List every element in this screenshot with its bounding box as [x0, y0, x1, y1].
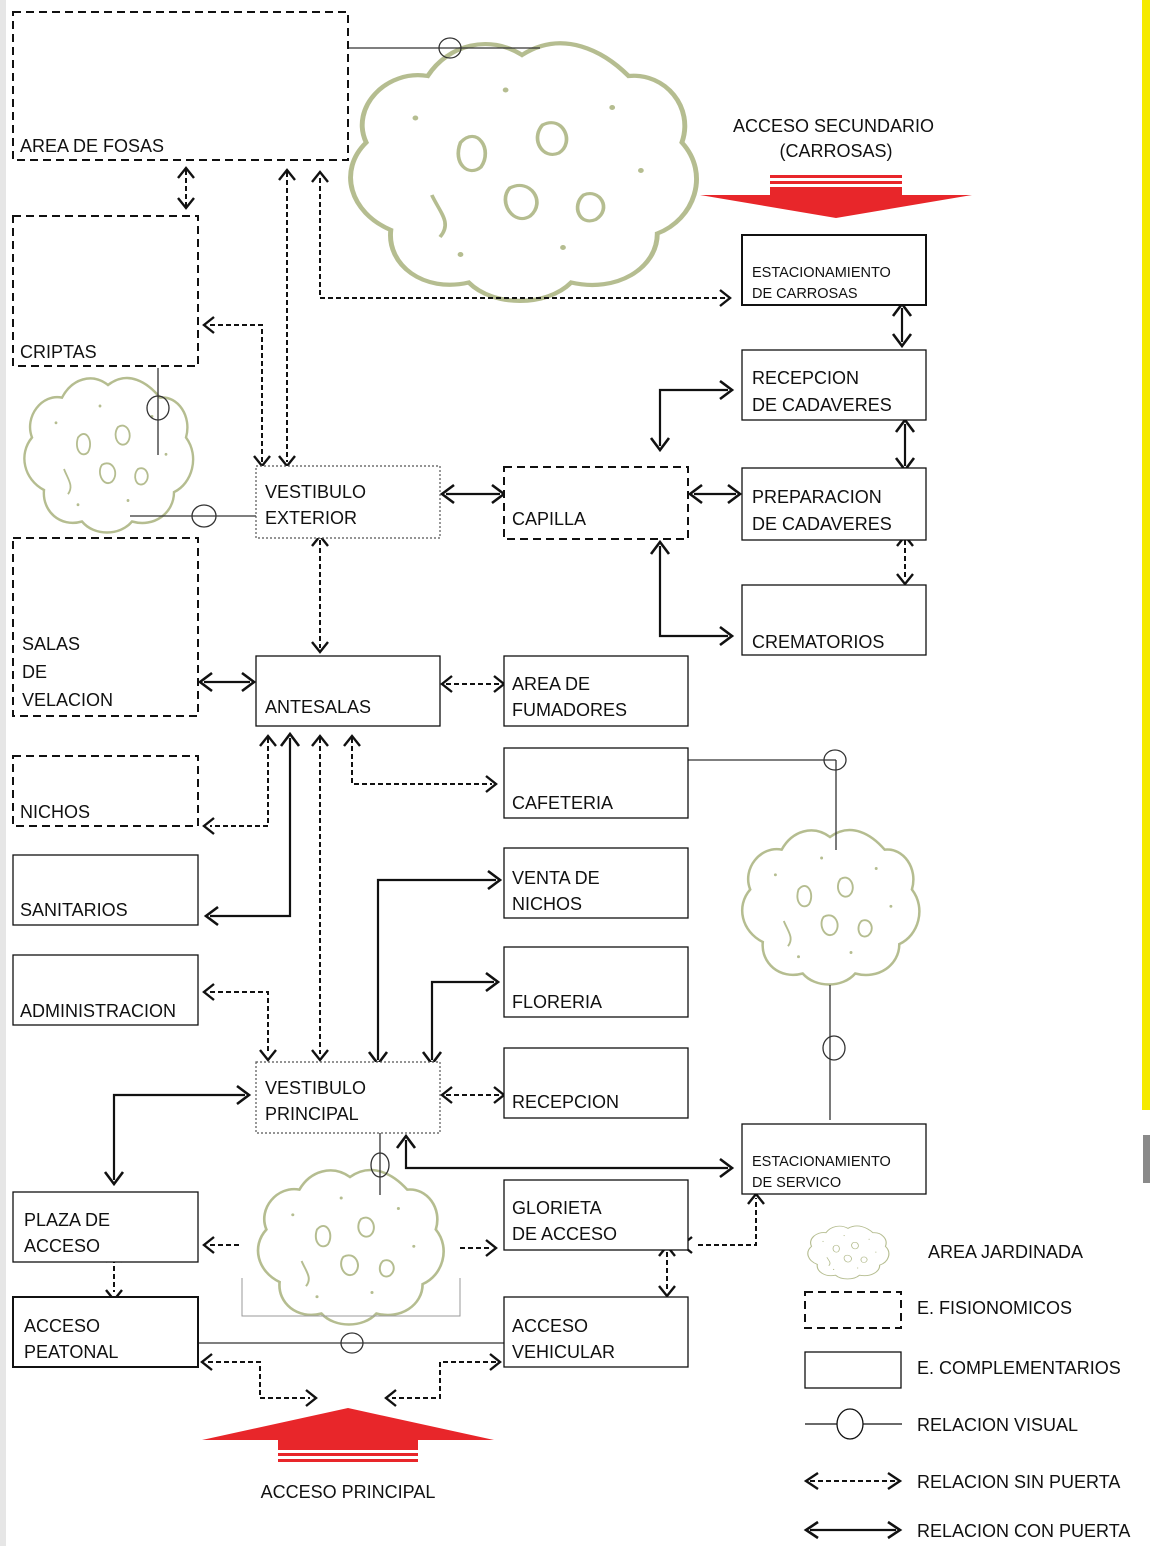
visual-relations: [130, 37, 847, 1354]
box-est-carrosas: [741, 234, 927, 306]
label-nichos: NICHOS: [20, 802, 90, 822]
label-acceso-vehicular: ACCESO VEHICULAR: [512, 1316, 615, 1362]
box-area-fosas: [12, 11, 349, 161]
box-venta-nichos: [503, 847, 689, 919]
principal-access-arrow: [202, 1408, 494, 1462]
label-est-servicio: ESTACIONAMIENTO DE SERVICO: [752, 1154, 895, 1191]
legend-label-con-puerta: RELACION CON PUERTA: [917, 1521, 1130, 1541]
box-preparacion-cadaveres: [741, 467, 927, 541]
box-salas-velacion: [12, 537, 199, 717]
legend-tree-icon: [807, 1225, 890, 1280]
label-cafeteria: CAFETERIA: [512, 793, 613, 813]
label-est-carrosas: ESTACIONAMIENTO DE CARROSAS: [752, 265, 895, 302]
label-plaza-acceso: PLAZA DE ACCESO: [24, 1210, 115, 1256]
label-recepcion-cadaveres: RECEPCION DE CADAVERES: [752, 368, 892, 415]
legend-visual-icon: [836, 1408, 864, 1440]
box-administracion: [12, 954, 199, 1026]
label-criptas: CRIPTAS: [20, 342, 97, 362]
label-administracion: ADMINISTRACION: [20, 1001, 176, 1021]
label-acceso-principal: ACCESO PRINCIPAL: [261, 1482, 436, 1502]
box-cafeteria: [503, 747, 689, 819]
legend-con-puerta-icon: [803, 1520, 819, 1540]
label-preparacion-cadaveres: PREPARACION DE CADAVERES: [752, 487, 892, 534]
tree-bottom-center: [256, 1168, 445, 1326]
arrowheads-con-puerta: [103, 301, 916, 1187]
legend-sin-puerta-icon: [803, 1472, 819, 1490]
access-labels: ACCESO SECUNDARIO (CARROSAS) ACCESO PRIN…: [261, 116, 939, 1502]
tree-top-center: [351, 43, 697, 301]
box-vestibulo-exterior: [255, 465, 441, 539]
box-nichos: [12, 755, 199, 827]
box-capilla: [503, 466, 689, 540]
label-floreria: FLORERIA: [512, 992, 602, 1012]
label-salas-velacion: SALAS DE VELACION: [22, 634, 113, 710]
box-antesalas: [255, 655, 441, 727]
box-area-fumadores: [503, 655, 689, 727]
tree-right: [740, 828, 921, 986]
legend: AREA JARDINADA E. FISIONOMICOS E. COMPLE…: [803, 1225, 1130, 1541]
label-venta-nichos: VENTA DE NICHOS: [512, 868, 605, 914]
box-est-servicio: [741, 1123, 927, 1195]
box-vestibulo-principal: [255, 1061, 441, 1134]
small-box-labels: ESTACIONAMIENTO DE CARROSAS ESTACIONAMIE…: [752, 265, 895, 1191]
legend-label-visual: RELACION VISUAL: [917, 1415, 1078, 1435]
boxes-complementarios: [12, 234, 927, 1368]
label-capilla: CAPILLA: [512, 509, 586, 529]
box-floreria: [503, 946, 689, 1018]
legend-label-fisionomicos: E. FISIONOMICOS: [917, 1298, 1072, 1318]
relations-sin-puerta: [113, 170, 906, 1399]
legend-label-complementarios: E. COMPLEMENTARIOS: [917, 1358, 1121, 1378]
scrollbar-thumb[interactable]: [1143, 1135, 1150, 1183]
boxes-fisionomicos: [12, 11, 689, 827]
relations-con-puerta: [112, 308, 907, 1180]
legend-label-area-jardinada: AREA JARDINADA: [928, 1242, 1083, 1262]
box-glorieta: [503, 1179, 689, 1251]
label-glorieta: GLORIETA DE ACCESO: [512, 1198, 617, 1244]
label-acceso-secundario: ACCESO SECUNDARIO (CARROSAS): [733, 116, 939, 161]
label-recepcion: RECEPCION: [512, 1092, 619, 1112]
legend-label-sin-puerta: RELACION SIN PUERTA: [917, 1472, 1120, 1492]
box-recepcion-cadaveres: [741, 349, 927, 421]
box-labels: AREA DE FOSAS CRIPTAS SALAS DE VELACION …: [20, 136, 892, 1362]
box-criptas: [12, 215, 199, 367]
label-vestibulo-exterior: VESTIBULO EXTERIOR: [265, 482, 371, 528]
box-acceso-vehicular: [503, 1296, 689, 1368]
legend-fisionomicos-icon: [804, 1291, 902, 1329]
box-acceso-peatonal: [12, 1296, 199, 1368]
label-crematorios: CREMATORIOS: [752, 632, 884, 652]
box-plaza-acceso: [12, 1191, 199, 1263]
label-area-fumadores: AREA DE FUMADORES: [512, 674, 627, 720]
label-sanitarios: SANITARIOS: [20, 900, 128, 920]
boxes-vestibulos: [255, 465, 441, 1134]
box-recepcion: [503, 1047, 689, 1119]
legend-complementarios-icon: [804, 1351, 902, 1389]
scrollbar-highlight: [1142, 0, 1150, 1110]
box-sanitarios: [12, 854, 199, 926]
label-acceso-peatonal: ACCESO PEATONAL: [24, 1316, 118, 1362]
secondary-access-arrow: [700, 175, 972, 218]
label-antesalas: ANTESALAS: [265, 697, 371, 717]
label-area-fosas: AREA DE FOSAS: [20, 136, 164, 156]
label-vestibulo-principal: VESTIBULO PRINCIPAL: [265, 1078, 371, 1124]
left-edge-strip: [0, 0, 6, 1546]
box-crematorios: [741, 584, 927, 656]
